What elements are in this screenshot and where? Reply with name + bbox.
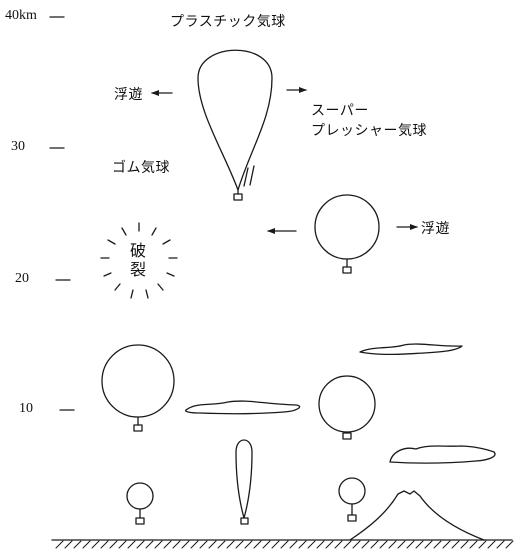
ground-hatch-line <box>253 540 262 549</box>
float-arrow-right <box>396 224 418 230</box>
ground-hatch-line <box>469 540 478 549</box>
plastic-balloon-launch-gondola <box>240 517 249 525</box>
altitude-label-10: 10 <box>19 401 33 416</box>
ground-hatch-line <box>145 540 154 549</box>
burst-char-2: 裂 <box>130 260 147 279</box>
balloon-right-10km-gondola <box>342 432 352 440</box>
cloud-right-high <box>359 343 463 356</box>
ground-hatch-line <box>217 540 226 549</box>
burst-rays <box>100 222 178 299</box>
ground-hatch-line <box>289 540 298 549</box>
ground-hatch-line <box>388 540 397 549</box>
ground-hatch-line <box>226 540 235 549</box>
float-label-right: 浮遊 <box>421 221 450 237</box>
ground-hatch-line <box>118 540 127 549</box>
rubber-balloon-ground-gondola <box>135 517 145 525</box>
ground-hatch-line <box>172 540 181 549</box>
cloud-middle <box>185 400 301 415</box>
ground-hatch-line <box>406 540 415 549</box>
super-pressure-gondola <box>342 266 352 274</box>
ground-hatch-line <box>442 540 451 549</box>
ground-hatch-line <box>82 540 91 549</box>
ground-hatch-line <box>370 540 379 549</box>
ground-hatch-line <box>190 540 199 549</box>
ground-hatch-line <box>154 540 163 549</box>
cloud-right-low <box>389 445 496 464</box>
ground-hatch-line <box>298 540 307 549</box>
ground-hatch-line <box>415 540 424 549</box>
arrow-right-high <box>286 87 307 93</box>
altitude-ticks <box>49 16 75 411</box>
ground-hatch-line <box>91 540 100 549</box>
ground-hatch-line <box>361 540 370 549</box>
ground-hatch-line <box>262 540 271 549</box>
ground-hatch-line <box>352 540 361 549</box>
ground-hatch-line <box>451 540 460 549</box>
ground-hatch-line <box>424 540 433 549</box>
ground-hatch-line <box>73 540 82 549</box>
ground-hatch-line <box>208 540 217 549</box>
ground-hatch-line <box>280 540 289 549</box>
ground-hatch-line <box>199 540 208 549</box>
ground-hatch-line <box>505 540 514 549</box>
ground-hatch-line <box>163 540 172 549</box>
burst-char-1: 破 <box>130 241 147 260</box>
float-arrow-left <box>151 90 173 96</box>
arrow-left-mid <box>267 228 297 234</box>
altitude-label-30: 30 <box>11 139 25 154</box>
plastic-balloon-gondola <box>233 193 243 201</box>
balloon-ground-right <box>338 477 366 522</box>
ground-hatch-line <box>433 540 442 549</box>
super-pressure-label-line1: スーパー <box>311 103 369 119</box>
ground-hatch-line <box>478 540 487 549</box>
ground-hatch-line <box>127 540 136 549</box>
ground-hatch-line <box>109 540 118 549</box>
ground-hatch-line <box>460 540 469 549</box>
mountain <box>349 490 485 541</box>
ground-hatch-line <box>397 540 406 549</box>
balloon-ground-right-gondola <box>347 514 357 522</box>
ground-hatch-line <box>379 540 388 549</box>
altitude-label-40: 40km <box>5 8 37 23</box>
plastic-balloon-launch <box>235 439 253 525</box>
balloon-right-10km <box>318 375 376 440</box>
altitude-label-20: 20 <box>15 271 29 286</box>
ground-hatch-line <box>496 540 505 549</box>
ground-hatch-line <box>100 540 109 549</box>
ground-hatch-line <box>343 540 352 549</box>
ground-hatch-line <box>181 540 190 549</box>
rubber-balloon-ground <box>126 482 154 525</box>
rubber-balloon-10km <box>101 344 175 432</box>
ground <box>51 539 514 549</box>
rubber-balloon-10km-gondola <box>133 424 143 432</box>
ground-hatch-line <box>64 540 73 549</box>
super-pressure-balloon <box>314 194 380 274</box>
ground-hatch-line <box>487 540 496 549</box>
clouds <box>185 343 496 464</box>
ground-hatch-line <box>325 540 334 549</box>
ground-hatch-line <box>316 540 325 549</box>
ground-hatch-line <box>136 540 145 549</box>
ground-hatch-line <box>271 540 280 549</box>
rubber-balloon-label: ゴム気球 <box>112 160 170 176</box>
ground-hatch-line <box>334 540 343 549</box>
burst-label: 破 裂 <box>130 241 146 279</box>
plastic-balloon <box>197 49 273 201</box>
float-label-left: 浮遊 <box>114 87 143 103</box>
ground-hatch-line <box>235 540 244 549</box>
ground-hatch-line <box>244 540 253 549</box>
plastic-balloon-label: プラスチック気球 <box>170 14 286 30</box>
super-pressure-label-line2: プレッシャー気球 <box>311 123 427 139</box>
ground-hatch-line <box>55 540 64 549</box>
ground-hatch-line <box>307 540 316 549</box>
